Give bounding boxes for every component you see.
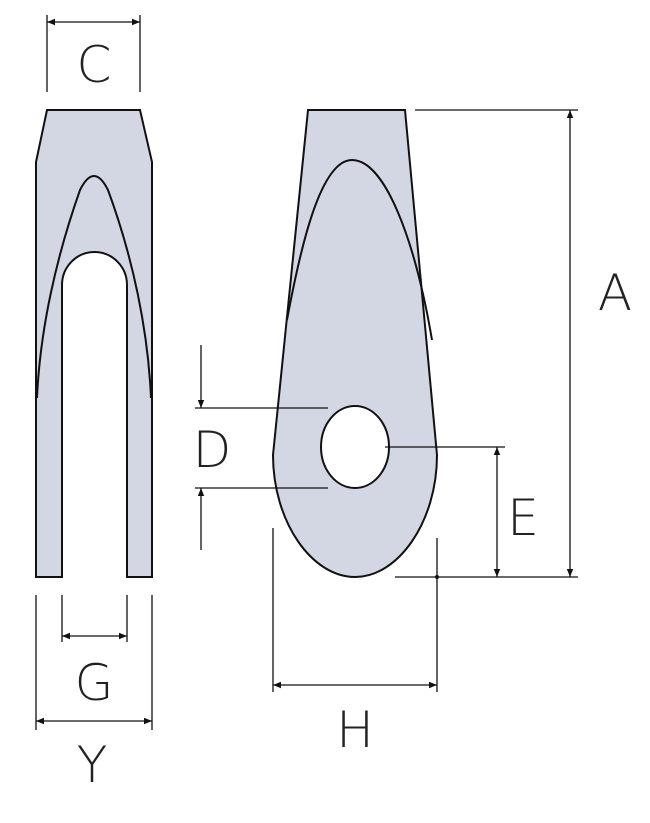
label-y: Y [77,736,108,794]
front-view-contour [286,158,433,341]
pin-hole [320,405,390,489]
dimension-a: A [395,109,632,578]
label-e: E [507,489,539,547]
dimension-c: C [46,15,141,94]
label-a: A [598,264,632,322]
label-h: H [336,701,374,759]
front-view-body [271,109,439,579]
dimension-d: D [193,345,328,550]
label-d: D [193,421,232,479]
dimension-y: Y [35,595,153,794]
side-view [35,109,153,578]
dimension-g: G [61,595,128,712]
label-c: C [77,36,112,94]
dimension-h: H [272,528,438,759]
dimension-e: E [385,446,539,579]
label-g: G [75,654,114,712]
front-view [271,109,439,579]
side-view-contour [36,175,152,399]
side-view-body [35,109,153,578]
